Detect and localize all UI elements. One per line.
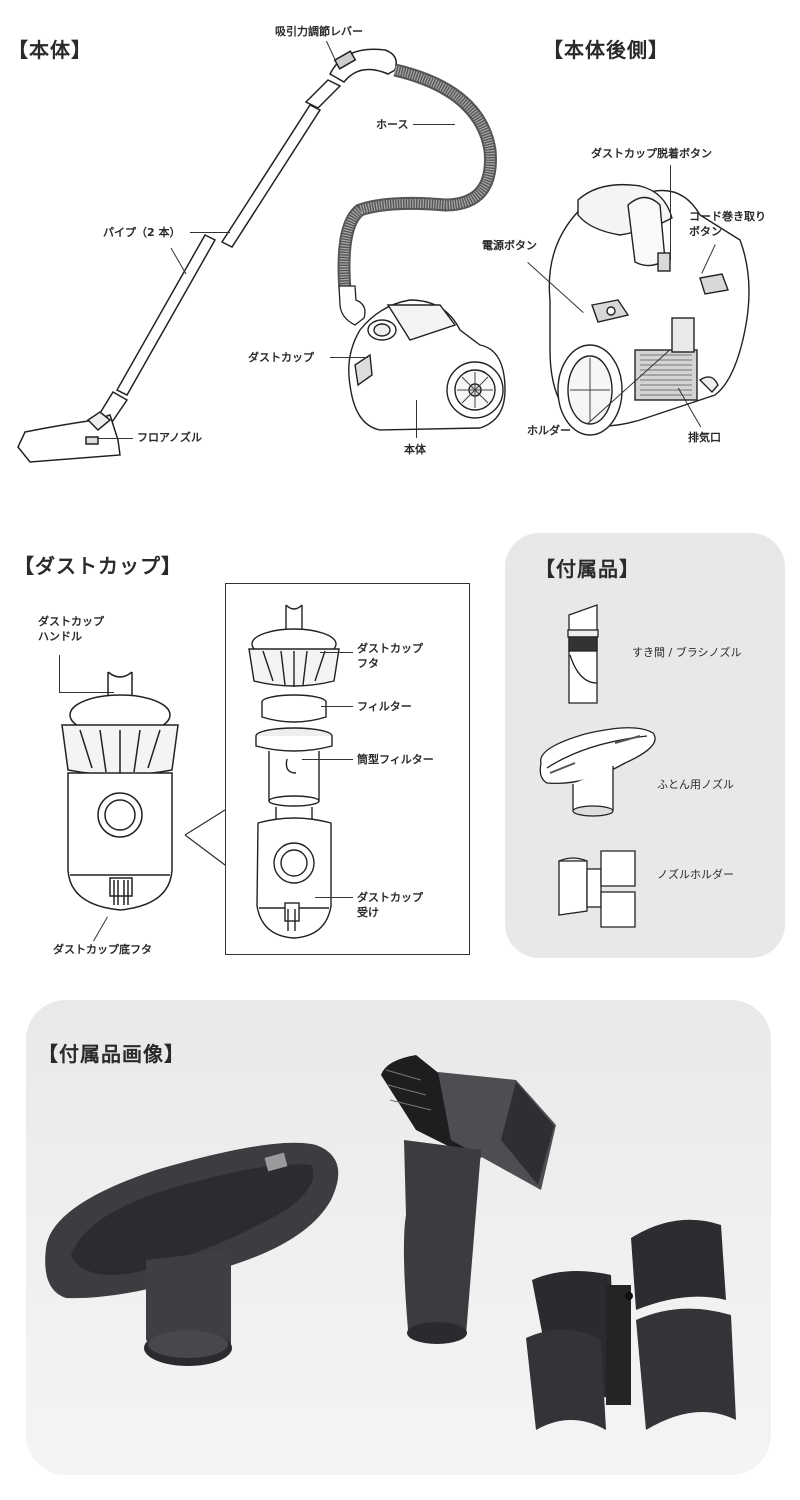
suction-lever-label: 吸引力調節レバー [275,25,363,38]
power-button-label: 電源ボタン [482,239,537,252]
filter-leader [321,706,353,707]
dust-cup-bottom-lid-label: ダストカップ底フタ [53,943,152,956]
rear-view-title: 【本体後側】 [543,38,669,62]
nozzle-holder-icon [558,850,636,928]
accessory-label-futon: ふとん用ノズル [657,778,734,791]
accessory-photo-panel: 【付属品画像】 [26,1000,771,1475]
body-label: 本体 [404,443,426,456]
dust-cup-lid-label-line2: フタ [357,657,379,670]
dust-cup-receiver-label-line1: ダストカップ [357,891,423,904]
accessories-panel: 【付属品】 すき間 / ブラシノズル ふとん用ノズル ノズルホルダー [505,533,785,958]
dust-cup-assembled-illustration [61,671,179,911]
dust-cup-leader [330,357,368,358]
dust-cup-handle-label-line1: ダストカップ [38,615,104,628]
brush-nozzle-photo-icon [381,1055,556,1344]
exhaust-label: 排気口 [688,431,721,444]
floor-nozzle-leader [97,438,133,439]
dust-cup-handle-label-line2: ハンドル [38,630,82,643]
dust-cup-release-leader [670,165,671,260]
futon-nozzle-icon [539,727,656,817]
callout-wedge [184,809,226,866]
pipe-leader [190,232,230,233]
cord-rewind-label-line2: ボタン [689,225,722,238]
hose-leader [413,124,455,125]
exploded-view-box [225,583,470,955]
hose-label: ホース [376,118,409,131]
accessory-photo [45,1055,736,1430]
filter-label: フィルター [357,700,412,713]
cylinder-filter-leader [302,759,353,760]
body-leader [416,400,417,438]
lid-leader [320,652,353,653]
dust-cup-exploded-illustration [248,604,340,939]
floor-nozzle-label: フロアノズル [137,431,203,444]
accessory-label-crevice: すき間 / ブラシノズル [632,646,742,659]
nozzle-holder-photo-icon [526,1219,736,1430]
cylinder-filter-label: 筒型フィルター [357,753,434,766]
vacuum-cleaner-illustration [17,48,750,463]
dust-cup-label: ダストカップ [248,351,314,364]
accessories-title: 【付属品】 [535,557,640,581]
dust-cup-release-label: ダストカップ脱着ボタン [591,147,712,160]
dust-cup-lid-label-line1: ダストカップ [357,642,423,655]
receiver-leader [315,897,353,898]
pipe-label: パイプ（2 本） [103,226,181,239]
dust-cup-title: 【ダストカップ】 [14,554,182,578]
holder-label: ホルダー [527,424,571,437]
handle-leader-h [59,692,114,693]
cord-rewind-label-line1: コード巻き取り [689,210,766,223]
accessory-label-holder: ノズルホルダー [657,868,734,881]
accessory-photo-title: 【付属品画像】 [38,1042,185,1066]
futon-nozzle-photo-icon [45,1142,339,1366]
main-unit-title: 【本体】 [8,38,92,62]
dust-cup-receiver-label-line2: 受け [357,906,379,919]
handle-leader-v [59,655,60,692]
crevice-brush-nozzle-icon [567,604,599,704]
